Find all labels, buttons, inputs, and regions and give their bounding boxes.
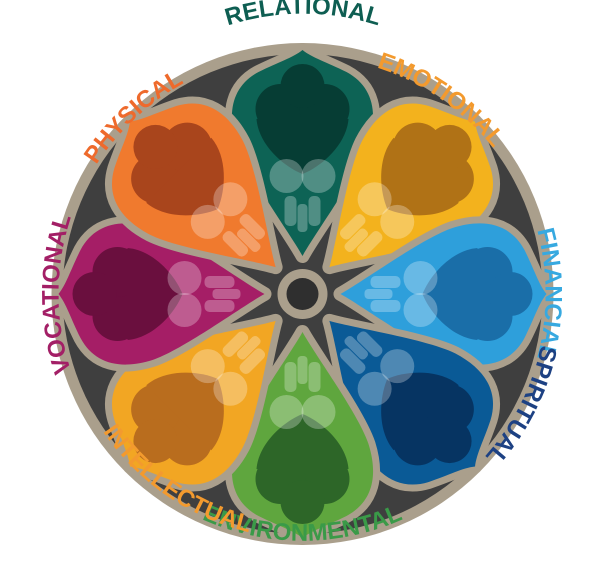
- petal-environmental: [224, 325, 381, 545]
- people-figure: [381, 122, 474, 216]
- label-relational: RELATIONAL: [222, 0, 384, 31]
- petal-physical: [104, 96, 283, 275]
- people-light: [269, 356, 336, 429]
- people-light: [339, 331, 415, 406]
- people-light: [364, 261, 438, 327]
- people-light: [269, 159, 336, 232]
- people-light: [167, 261, 241, 327]
- center-hub: [286, 278, 319, 310]
- people-figure: [381, 372, 474, 466]
- people-figure: [255, 64, 350, 174]
- people-light: [190, 331, 266, 406]
- people-figure: [255, 414, 350, 524]
- people-figure: [131, 122, 224, 216]
- people-figure: [72, 247, 183, 341]
- people-light: [339, 182, 415, 257]
- people-figure: [422, 247, 533, 341]
- people-figure: [131, 372, 224, 466]
- petals-group: [51, 43, 554, 545]
- people-light: [190, 182, 266, 257]
- petal-financial: [333, 216, 554, 372]
